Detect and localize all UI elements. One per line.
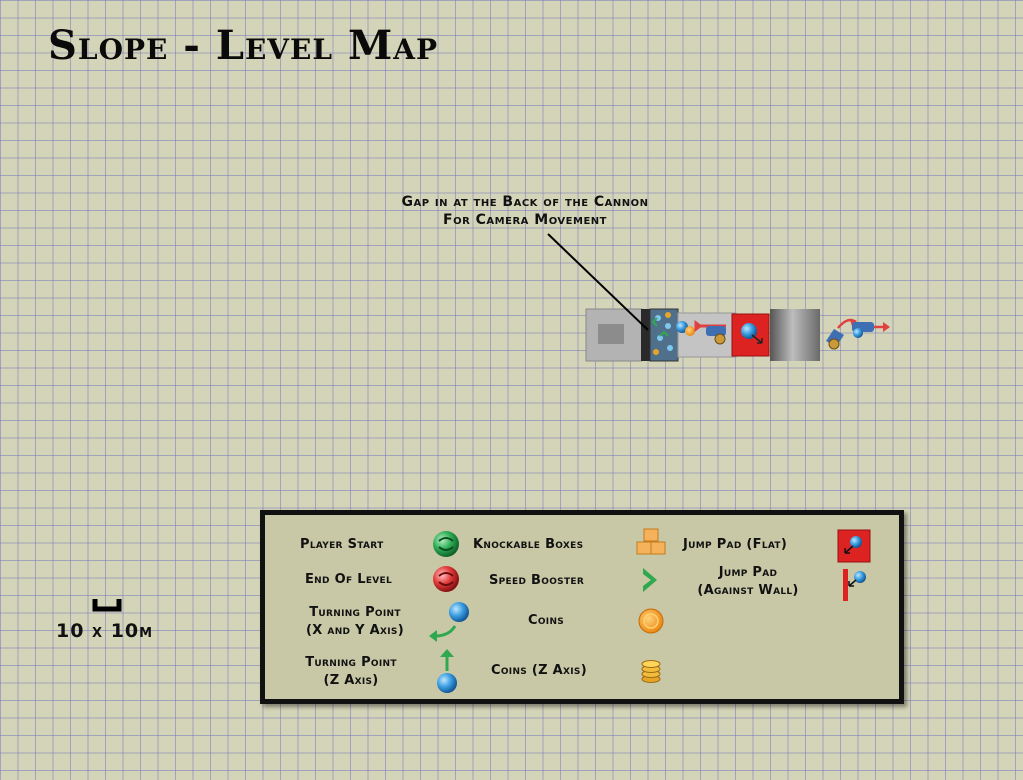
box-stack-icon (636, 528, 666, 555)
legend-turning-point-z: Turning Point (Z Axis) (287, 654, 415, 690)
legend-turning-point-xy-line1: Turning Point (309, 605, 401, 620)
legend-turning-point-z-line2: (Z Axis) (323, 673, 379, 688)
legend-turning-point-xy: Turning Point (X and Y Axis) (291, 604, 419, 640)
blue-orb-icon (429, 602, 469, 642)
annotation-line-1: Gap in at the Back of the Cannon (401, 194, 649, 210)
wall-jump-pad-icon (843, 569, 866, 601)
jump-pad-icon (731, 313, 770, 357)
annotation-pointer (547, 233, 649, 331)
legend-end-of-level: End Of Level (305, 572, 393, 587)
legend-knockable-boxes: Knockable Boxes (473, 537, 584, 552)
end-cylinder (770, 309, 820, 361)
page-title: Slope - Level Map (48, 22, 439, 69)
annotation-callout: Gap in at the Back of the Cannon For Cam… (360, 193, 690, 229)
legend-turning-point-z-line1: Turning Point (305, 655, 397, 670)
legend-coins: Coins (528, 613, 565, 628)
scale-bracket-icon (92, 599, 122, 612)
jump-pad-icon (837, 529, 871, 563)
platform-start (585, 308, 643, 362)
cannon-barrel (649, 308, 679, 362)
scale-label: 10 x 10m (56, 620, 154, 642)
legend-jump-pad-wall-line2: (Against Wall) (697, 583, 799, 598)
blue-orb-icon (437, 649, 457, 693)
red-orb-icon (433, 566, 459, 592)
legend-turning-point-xy-line2: (X and Y Axis) (306, 623, 404, 638)
legend-jump-pad-flat: Jump Pad (Flat) (683, 537, 788, 552)
legend-coins-z: Coins (Z Axis) (491, 663, 587, 678)
legend-panel: Player Start End Of Level Turning Point … (260, 510, 904, 704)
cannon-icon (706, 326, 726, 345)
legend-jump-pad-wall: Jump Pad (Against Wall) (685, 564, 811, 600)
coin-icon (638, 608, 664, 634)
cannon-icon (852, 322, 890, 338)
cannon-gap (641, 309, 651, 361)
green-orb-icon (433, 531, 459, 557)
legend-player-start: Player Start (300, 537, 384, 552)
coin-stack-icon (641, 660, 661, 683)
platform-middle (676, 312, 737, 358)
legend-speed-booster: Speed Booster (489, 573, 585, 588)
annotation-line-2: For Camera Movement (443, 212, 607, 228)
chevron-right-icon (643, 568, 657, 592)
legend-jump-pad-wall-line1: Jump Pad (718, 565, 778, 580)
cannon-icon (826, 318, 857, 350)
